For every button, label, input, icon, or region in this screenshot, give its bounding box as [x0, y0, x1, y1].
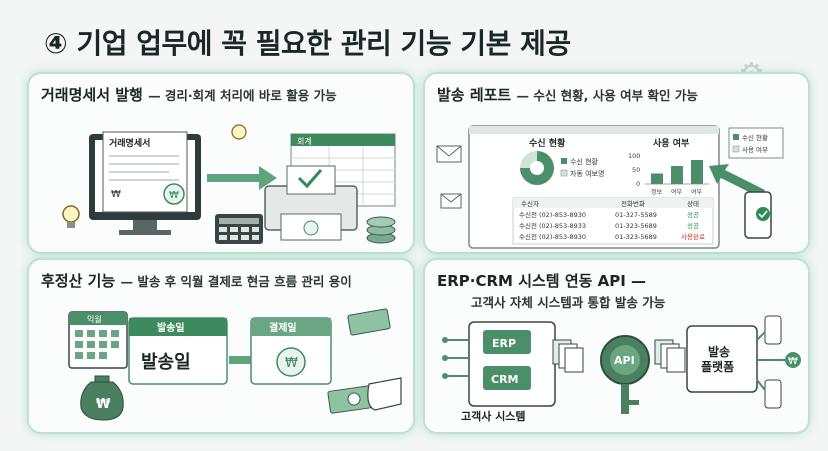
calculator-icon [215, 214, 263, 244]
invoice-document: 거래명세서 ₩ ₩ [102, 131, 188, 213]
pie-chart [520, 151, 554, 185]
legend-item: 사용 여부 [742, 145, 768, 154]
panel-invoice-title: 거래명세서 발행 — 경리·회계 처리에 바로 활용 가능 [41, 86, 337, 104]
crm-label: CRM [491, 373, 519, 386]
api-label: API [614, 354, 635, 367]
table-header: 수신자 [521, 199, 539, 208]
bar [671, 166, 683, 184]
cash-icon [327, 308, 391, 414]
status-badge: 성공 [687, 210, 699, 219]
arrow-right-icon [207, 166, 277, 190]
hand-icon [367, 377, 402, 411]
table-row: 수신전 (02)-853-8930 [519, 232, 586, 241]
invoice-doc-label: 거래명세서 [109, 137, 150, 149]
chart-legend: 수신 현황 사용 여부 [728, 127, 784, 159]
status-badge: 성공 [687, 221, 699, 230]
api-gear-icon: API [600, 335, 650, 414]
customer-system-label: 고객사 시스템 [461, 409, 526, 423]
api-illustration: ERP CRM 고객사 시스템 API [442, 315, 801, 423]
erp-label: ERP [492, 337, 516, 350]
bar-tick: 50 [632, 166, 640, 174]
smartphone-icon [744, 191, 772, 239]
send-date-card: 발송일 발송일 [128, 317, 228, 385]
money-bag-icon: ₩ [80, 375, 124, 421]
bar-category: 정보 [651, 189, 663, 196]
currency-icon: ₩ [96, 397, 111, 412]
calendar-icon: 익월 [68, 311, 128, 369]
smartphone-icon [764, 315, 782, 345]
panel-postpay: 후정산 기능 — 발송 후 익월 결제로 현금 흐름 관리 용이 익월 ₩ 발송… [27, 258, 415, 434]
table-row: 01-323-5689 [615, 222, 657, 230]
bar-tick: 0 [636, 180, 640, 188]
document-stack-icon [552, 339, 584, 373]
postpay-illustration: 익월 ₩ 발송일 발송일 결제일 ₩ [68, 308, 402, 421]
panel-api-subtitle: 고객사 자체 시스템과 통합 발송 가능 [471, 295, 666, 310]
currency-icon: ₩ [285, 356, 298, 371]
table-header: 전화번화 [621, 199, 645, 208]
check-icon [297, 169, 323, 189]
send-date-label: 발송일 [141, 352, 191, 373]
coins-icon [366, 216, 396, 244]
panel-report: 발송 레포트 — 수신 현황, 사용 여부 확인 가능 수신 현황 수신 현황 … [423, 72, 810, 254]
report-illustration: 수신 현황 수신 현황 자동 여보명 사용 여부 100 50 0 정보 여부 … [436, 125, 784, 249]
bar-category: 여부 [671, 188, 683, 196]
printer-icon [264, 165, 358, 241]
table-row: 01-327-5589 [615, 211, 657, 219]
status-badge: 사용완료 [681, 232, 705, 241]
envelope-icon [440, 193, 462, 209]
panel-invoice: 거래명세서 발행 — 경리·회계 처리에 바로 활용 가능 거래명세서 ₩ ₩ [27, 72, 415, 254]
table-row: 01-323-5689 [615, 233, 657, 241]
lightbulb-icon [62, 205, 80, 228]
calendar-label: 익월 [87, 314, 102, 324]
table-row: 수신전 (02)-853-8933 [519, 221, 586, 230]
panel-api-title: ERP·CRM 시스템 연동 API — [437, 272, 647, 290]
check-icon [758, 210, 768, 219]
bar-category: 여부 [691, 188, 703, 196]
sheet-label: 회계 [297, 136, 312, 146]
stamp-currency-icon: ₩ [169, 190, 179, 201]
lightbulb-icon [231, 124, 247, 140]
panel-api: ERP·CRM 시스템 연동 API — 고객사 자체 시스템과 통합 발송 가… [423, 258, 810, 434]
payment-date-label: 결제일 [269, 321, 297, 334]
sending-platform: 발송 플랫폼 [686, 325, 758, 393]
bar-tick: 100 [628, 152, 640, 160]
currency-icon: ₩ [111, 189, 121, 200]
pie-legend-item: 수신 현황 [570, 157, 599, 166]
table-header: 상태 [687, 199, 699, 208]
customer-system: ERP CRM 고객사 시스템 [461, 321, 556, 423]
legend-item: 수신 현황 [742, 133, 768, 142]
pie-title: 수신 현황 [529, 137, 566, 149]
smartphone-icon [764, 379, 782, 409]
platform-label: 발송 플랫폼 [701, 344, 734, 374]
bar-chart-title: 사용 여부 [653, 137, 689, 149]
arrow-icon [709, 164, 765, 198]
table-row: 수신전 (02)-853-8930 [519, 210, 586, 219]
document-stack-icon [654, 339, 686, 373]
panel-postpay-title: 후정산 기능 — 발송 후 익월 결제로 현금 흐름 관리 용이 [41, 272, 352, 290]
pie-legend-item: 자동 여보명 [570, 169, 604, 178]
envelope-icon [436, 145, 462, 163]
panel-report-title: 발송 레포트 — 수신 현황, 사용 여부 확인 가능 [437, 86, 698, 104]
invoice-illustration: 거래명세서 ₩ ₩ 회계 [62, 124, 396, 244]
won-coin-icon [785, 352, 801, 368]
bar-chart [651, 160, 703, 184]
bar [651, 173, 663, 184]
payment-date-card: 결제일 ₩ [250, 317, 332, 385]
report-table: 수신자 전화번화 상태 수신전 (02)-853-8930 01-327-558… [512, 197, 714, 245]
send-date-tab: 발송일 [157, 321, 185, 334]
bar [691, 160, 703, 184]
page-title: ④ 기업 업무에 꼭 필요한 관리 기능 기본 제공 [44, 27, 571, 60]
currency-icon: ₩ [788, 356, 798, 367]
